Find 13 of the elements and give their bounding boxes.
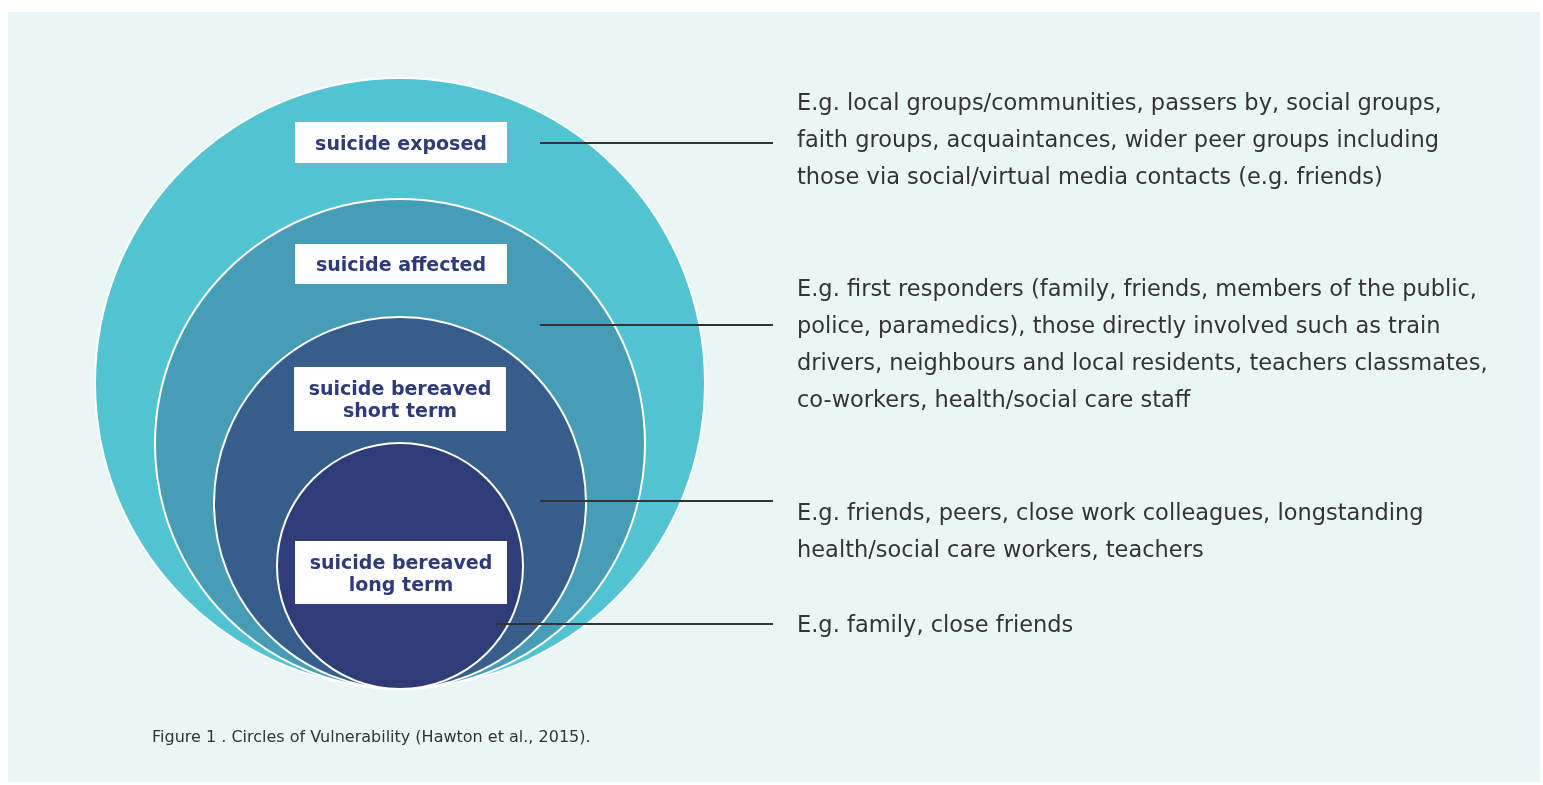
description-text: E.g. first responders (family, friends, members of the public, police, paramedics), those directly involved such as train drivers, neighbours and local residents, teachers classmates, co-workers, health/social care staff bbox=[773, 270, 1493, 418]
leader-line bbox=[494, 623, 774, 625]
region-label: suicide bereaved short term bbox=[294, 367, 506, 431]
description-text: E.g. friends, peers, close work colleagues, longstanding health/social care workers, teachers bbox=[773, 494, 1493, 568]
leader-line bbox=[539, 142, 774, 144]
region-label: suicide bereaved long term bbox=[295, 541, 507, 604]
description-text: E.g. local groups/communities, passers by, social groups, faith groups, acquaintances, wider peer groups including those via social/virtual media contacts (e.g. friends) bbox=[773, 84, 1473, 195]
figure-caption: Figure 1 . Circles of Vulnerability (Hawton et al., 2015). bbox=[152, 727, 591, 746]
leader-line bbox=[539, 500, 774, 502]
region-label: suicide affected bbox=[295, 244, 507, 284]
description-text: E.g. family, close friends bbox=[773, 606, 1493, 643]
region-label: suicide exposed bbox=[295, 122, 507, 163]
leader-line bbox=[539, 324, 774, 326]
